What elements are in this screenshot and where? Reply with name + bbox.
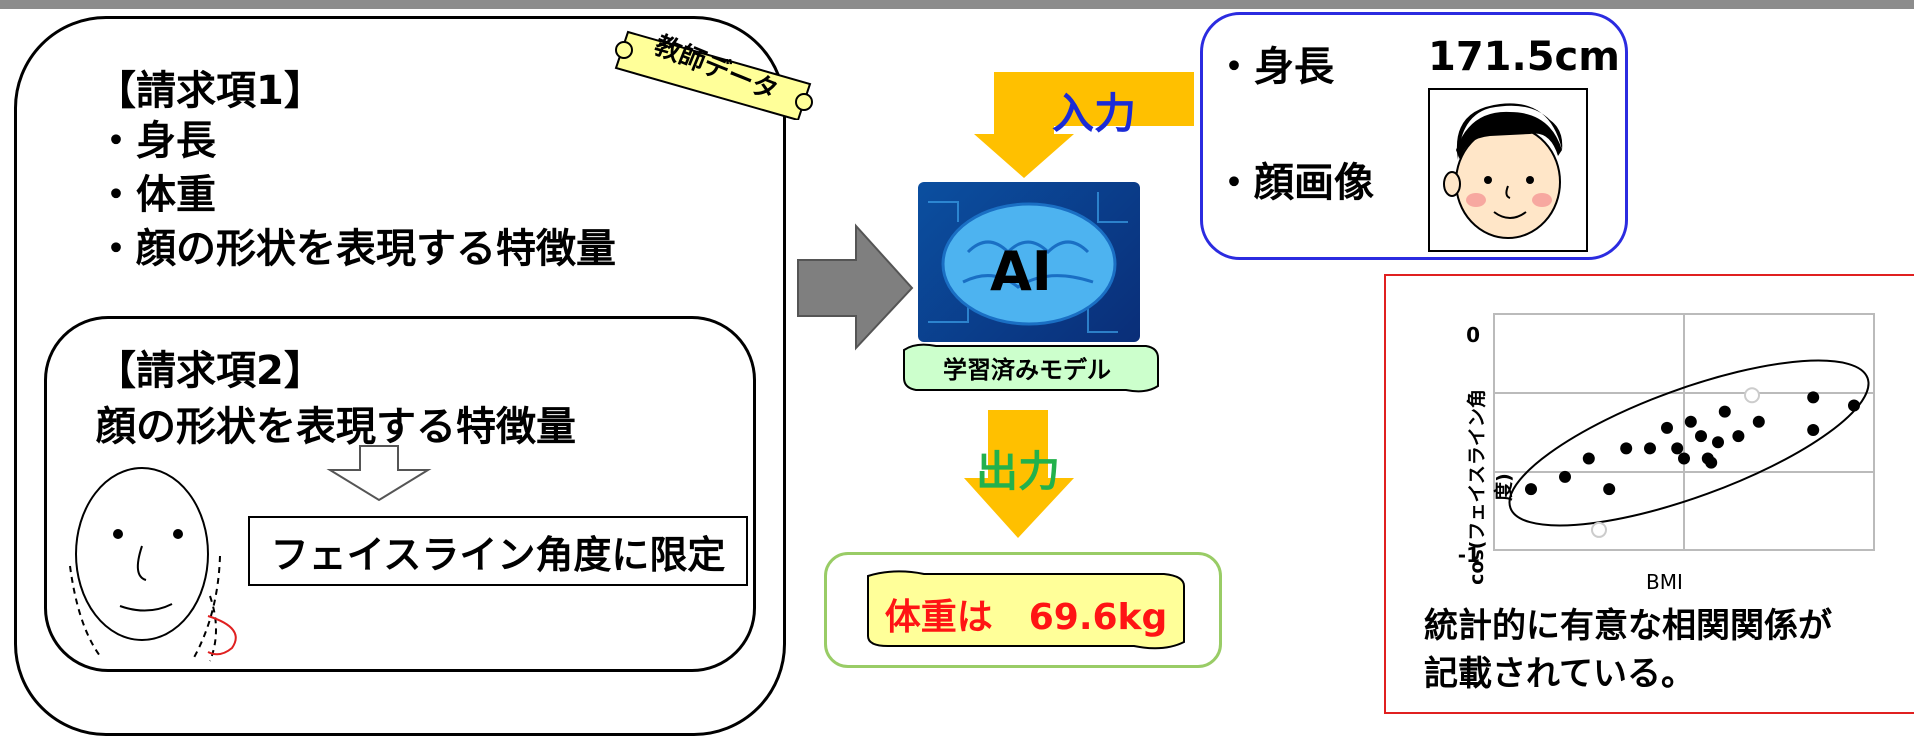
- y-tick-top: 0: [1466, 323, 1480, 347]
- face-photo-icon: [1443, 103, 1563, 239]
- scatter-point: [1807, 423, 1820, 436]
- predicted-weight: 体重は 69.6kg: [884, 597, 1168, 638]
- scatter-point: [1620, 442, 1633, 455]
- claim1-item-height: ・身長: [96, 118, 216, 164]
- input-arrow-icon: [974, 72, 1194, 178]
- face-outline-icon: [69, 467, 237, 662]
- scatter-point: [1718, 405, 1731, 418]
- limited-to-box: フェイスライン角度に限定: [248, 516, 748, 586]
- y-tick-bottom: -1: [1458, 543, 1480, 567]
- scatter-point-hollow: [1591, 521, 1607, 538]
- claim2-title: 【請求項2】: [96, 348, 324, 394]
- brain-icon: [928, 192, 1128, 333]
- correlation-text-line2: 記載されている。: [1424, 654, 1695, 694]
- scatter-point: [1603, 483, 1616, 496]
- claim1-item-weight: ・体重: [96, 172, 216, 218]
- scatter-point: [1807, 391, 1820, 404]
- scatter-point: [1695, 430, 1707, 443]
- scatter-point-hollow: [1744, 387, 1760, 404]
- trained-model-label: 学習済みモデル: [943, 356, 1111, 384]
- input-panel: [1200, 12, 1628, 260]
- scatter-point: [1582, 452, 1595, 465]
- output-label: 出力: [976, 447, 1061, 496]
- scatter-point: [1712, 436, 1724, 449]
- input-label: 入力: [1052, 89, 1137, 138]
- scatter-point: [1678, 452, 1690, 465]
- trained-model-banner-icon: [903, 343, 1159, 393]
- claim2-panel: [44, 316, 756, 672]
- teacher-data-scroll-icon: [614, 30, 813, 120]
- scatter-point: [1644, 442, 1656, 455]
- scatter-chart: 0 -1: [1458, 313, 1875, 567]
- scatter-point: [1705, 456, 1718, 469]
- scatter-point: [1559, 470, 1571, 483]
- claim2-text: 顔の形状を表現する特徴量: [96, 404, 576, 450]
- scatter-point: [1661, 421, 1673, 434]
- down-hollow-arrow-icon: [326, 445, 432, 502]
- scatter-point: [1732, 430, 1745, 443]
- face-image-label: ・顔画像: [1214, 160, 1374, 206]
- scatter-point: [1671, 442, 1684, 455]
- output-arrow-icon: [964, 410, 1074, 538]
- scatter-point: [1848, 399, 1860, 412]
- correlation-text-line1: 統計的に有意な相関関係が: [1424, 606, 1832, 646]
- top-bar: [0, 0, 1914, 9]
- correlation-ellipse: [1508, 359, 1870, 527]
- result-panel: [824, 552, 1222, 668]
- claim1-item-face-feature: ・顔の形状を表現する特徴量: [96, 226, 616, 272]
- right-arrow-icon: [797, 223, 914, 351]
- face-photo-frame: [1428, 88, 1588, 252]
- y-axis-label: cos(フェイスライン角度): [1466, 389, 1515, 585]
- claim1-title: 【請求項1】: [96, 68, 324, 114]
- x-axis-label: BMI: [1646, 570, 1683, 594]
- ai-label: AI: [990, 240, 1052, 303]
- height-label: ・身長: [1214, 44, 1334, 90]
- result-banner-icon: [867, 570, 1185, 650]
- scatter-point: [1752, 415, 1765, 428]
- scatter-point: [1525, 483, 1537, 496]
- scatter-point: [1684, 415, 1697, 428]
- height-value: 171.5cm: [1428, 34, 1620, 80]
